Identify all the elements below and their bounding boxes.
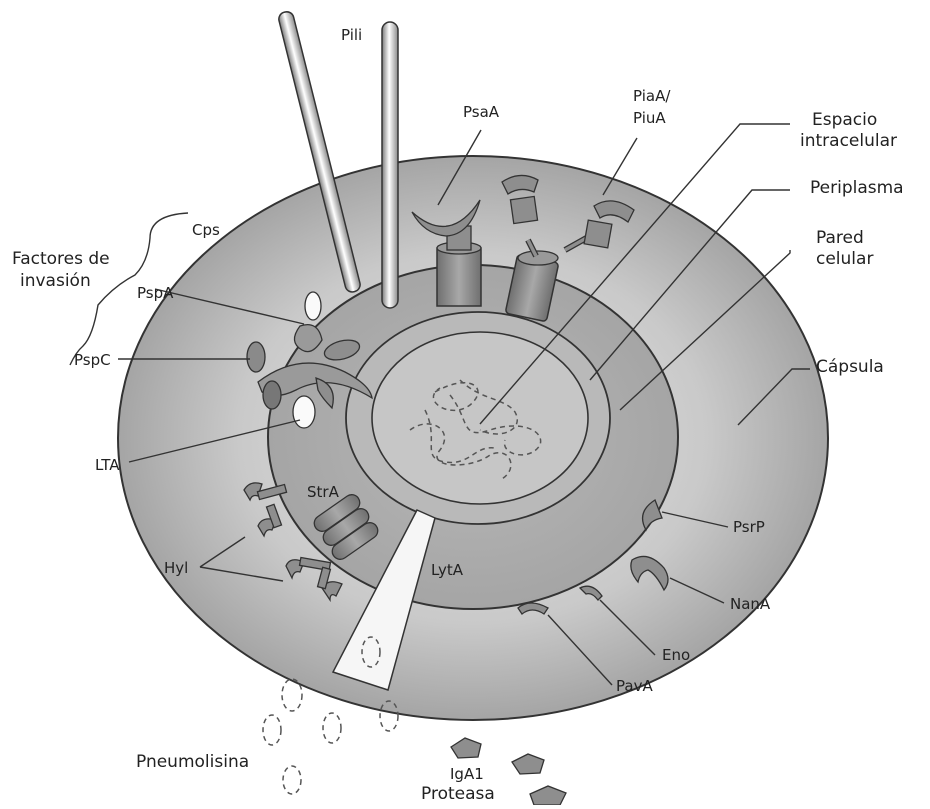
label-capsula: Cápsula xyxy=(816,357,884,377)
label-pspc: PspC xyxy=(74,351,111,369)
label-pared-line2: celular xyxy=(816,249,873,269)
label-iga1-line1: IgA1 xyxy=(450,765,484,783)
label-piaa-line1: PiaA/ xyxy=(633,87,671,105)
label-periplasma: Periplasma xyxy=(810,178,904,198)
label-pili: Pili xyxy=(341,26,362,44)
label-pared-line1: Pared xyxy=(816,228,864,248)
label-pspa: PspA xyxy=(137,284,174,302)
label-cps: Cps xyxy=(192,221,220,239)
label-stra: StrA xyxy=(307,483,340,501)
label-lta: LTA xyxy=(95,456,120,474)
cytoplasm xyxy=(372,332,588,504)
label-eno: Eno xyxy=(662,646,690,664)
label-psrp: PsrP xyxy=(733,518,765,536)
label-nana: NanA xyxy=(730,595,771,613)
label-espacio-line2: intracelular xyxy=(800,131,897,151)
label-pava: PavA xyxy=(616,677,653,695)
label-psaa: PsaA xyxy=(463,103,500,121)
label-espacio-line1: Espacio xyxy=(812,110,877,130)
label-lyta: LytA xyxy=(431,561,464,579)
label-factores-line1: Factores de xyxy=(12,249,110,269)
label-iga1-line2: Proteasa xyxy=(421,784,495,804)
label-pneumolisina: Pneumolisina xyxy=(136,752,249,772)
label-hyl: Hyl xyxy=(164,559,188,577)
label-factores-line2: invasión xyxy=(20,271,91,291)
label-piaa-line2: PiuA xyxy=(633,109,666,127)
